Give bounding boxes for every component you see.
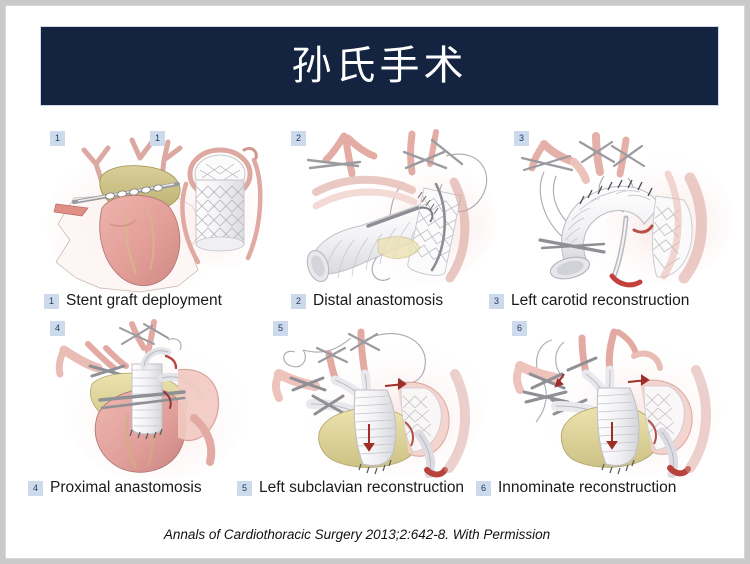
caption-3: 3 Left carotid reconstruction	[489, 292, 689, 310]
page-title: 孙氏手术	[291, 43, 468, 89]
caption-5: 5 Left subclavian reconstruction	[237, 479, 464, 497]
caption-6-label: Innominate reconstruction	[498, 479, 677, 496]
caption-row-1: 1 Stent graft deployment 2 Distal anasto…	[6, 292, 744, 316]
caption-3-badge: 3	[489, 293, 504, 309]
caption-2-badge: 2	[291, 293, 306, 309]
figure-6-innominate-reconstruction: 6	[506, 318, 738, 478]
caption-6-badge: 6	[476, 480, 491, 496]
caption-1-badge: 1	[44, 293, 59, 309]
panel-5-badge: 5	[273, 321, 288, 336]
caption-1-label: Stent graft deployment	[66, 292, 222, 309]
panel-4-badge: 4	[50, 321, 65, 336]
footer-citation: Annals of Cardiothoracic Surgery 2013;2:…	[6, 527, 744, 542]
figure-4-proximal-anastomosis: 4	[44, 318, 272, 478]
caption-5-badge: 5	[237, 480, 252, 496]
panel-1-badge-inset: 1	[150, 131, 165, 146]
caption-6: 6 Innominate reconstruction	[476, 479, 676, 497]
panel-6-badge: 6	[512, 321, 527, 336]
slide-canvas: 孙氏手术	[6, 6, 744, 558]
caption-4-label: Proximal anastomosis	[50, 479, 202, 496]
footer-citation-text: Annals of Cardiothoracic Surgery 2013;2:…	[163, 527, 551, 542]
caption-row-2: 4 Proximal anastomosis 5 Left subclavian…	[6, 479, 744, 503]
figure-1-stent-graft-deployment: 1 1	[44, 128, 272, 296]
caption-3-label: Left carotid reconstruction	[511, 292, 690, 309]
caption-1: 1 Stent graft deployment	[44, 292, 222, 310]
panel-1-badge-left: 1	[50, 131, 65, 146]
figure-2-distal-anastomosis: 2	[286, 128, 501, 296]
panel-2-badge: 2	[291, 131, 306, 146]
slide-title-bar: 孙氏手术	[40, 26, 719, 106]
caption-5-label: Left subclavian reconstruction	[259, 479, 465, 496]
figure-5-left-subclavian-reconstruction: 5	[269, 318, 501, 478]
figure-3-left-carotid-reconstruction: 3	[508, 128, 736, 296]
caption-4-badge: 4	[28, 480, 43, 496]
caption-2-label: Distal anastomosis	[313, 292, 444, 309]
caption-4: 4 Proximal anastomosis	[28, 479, 202, 497]
panel-3-badge: 3	[514, 131, 529, 146]
caption-2: 2 Distal anastomosis	[291, 292, 443, 310]
